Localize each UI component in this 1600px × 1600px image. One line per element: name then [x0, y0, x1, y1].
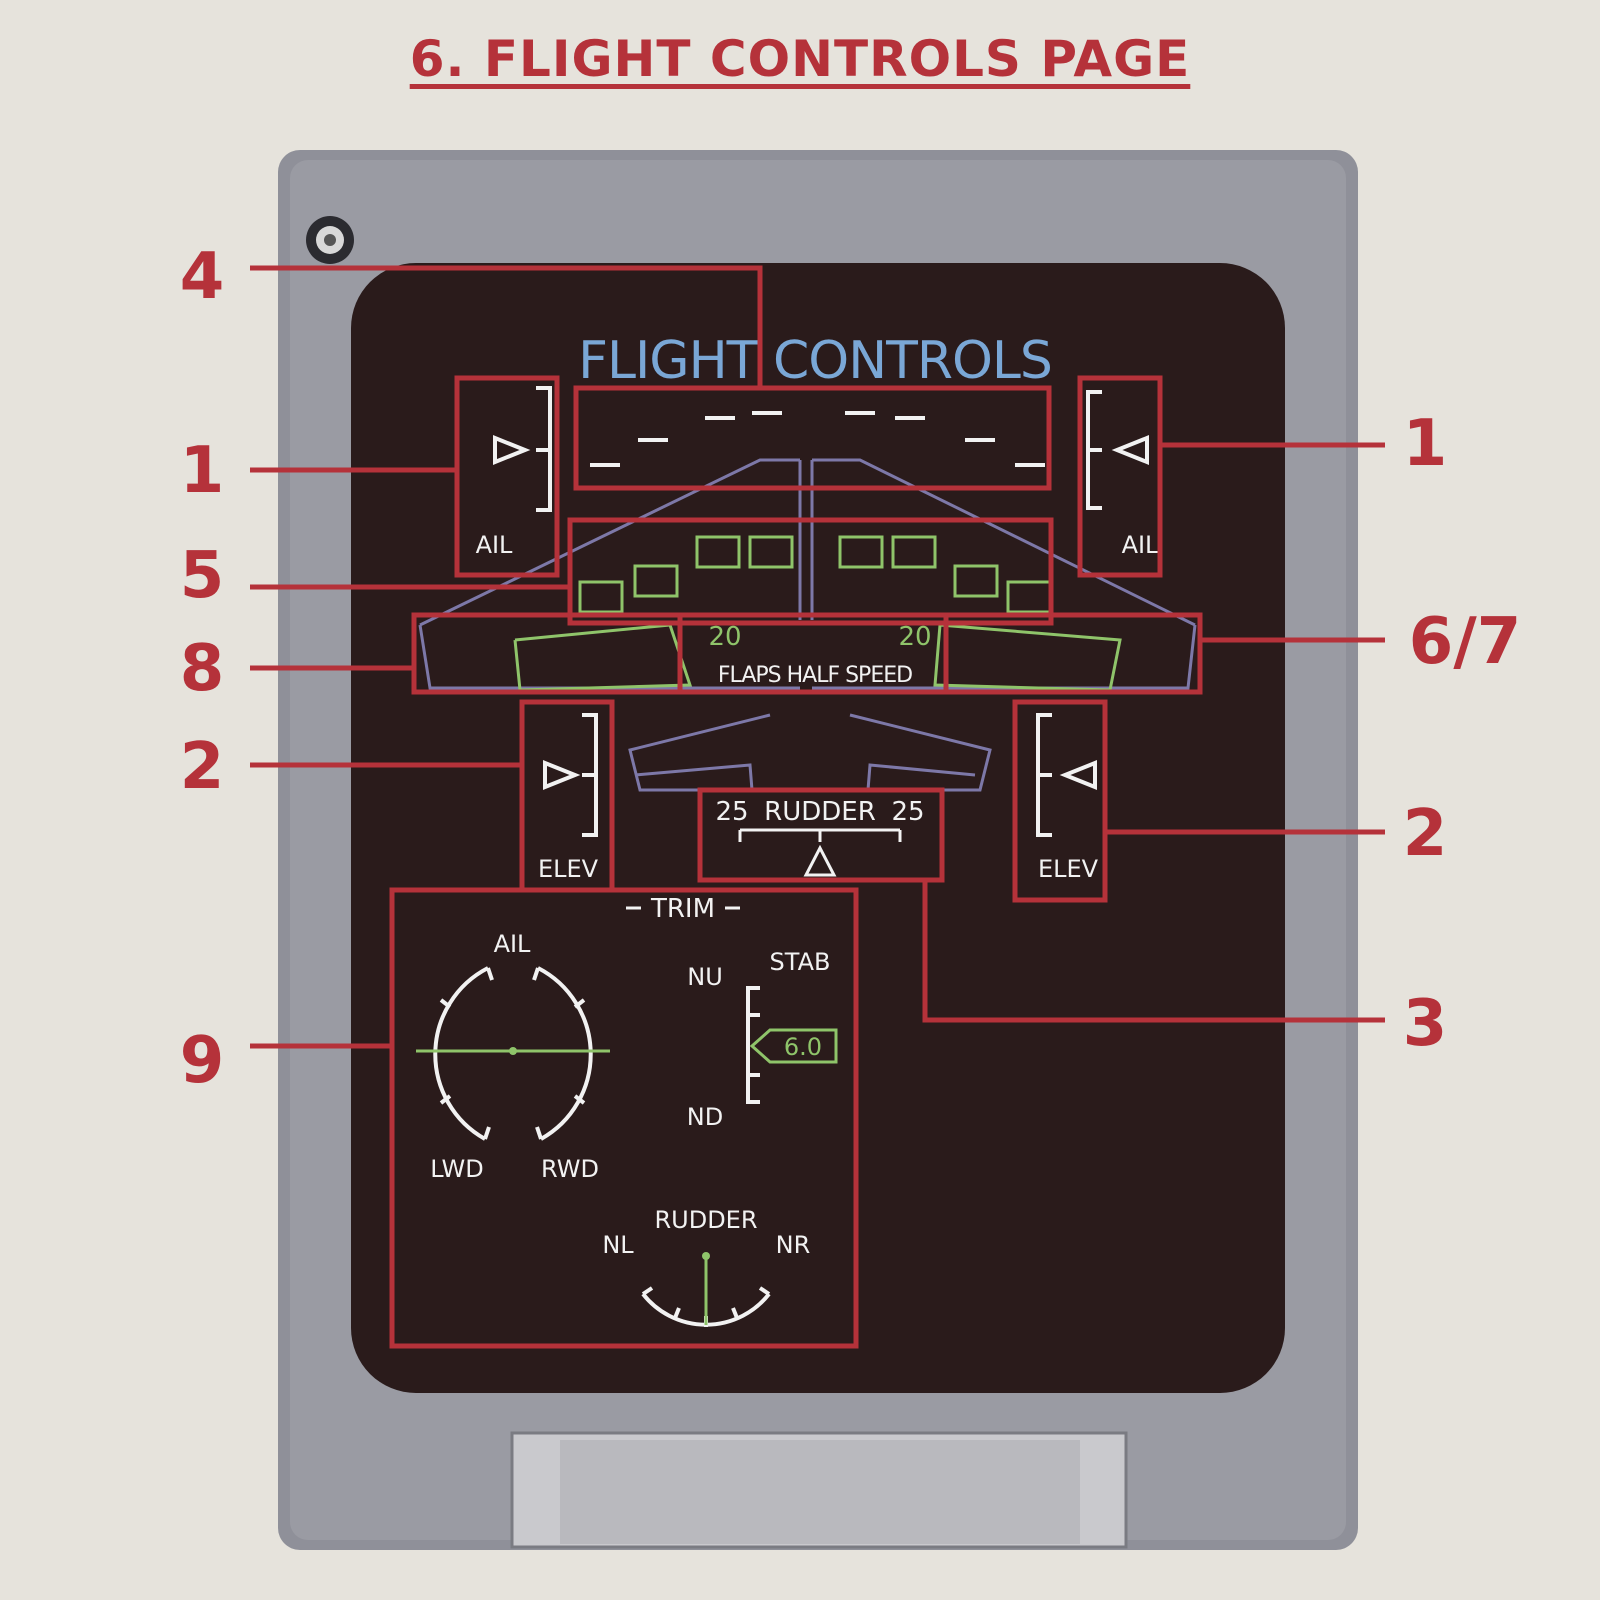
- callout-number-3: 3: [1403, 987, 1448, 1061]
- callout-number-1-right: 1: [1403, 407, 1448, 481]
- nl-label: NL: [602, 1231, 634, 1259]
- nd-label: ND: [687, 1103, 723, 1131]
- rudder-scale: [738, 828, 902, 877]
- aileron-trim-hub: [509, 1047, 517, 1055]
- aileron-trim-label: AIL: [494, 930, 531, 958]
- stab-trim-scale: [746, 986, 760, 1104]
- right-aileron-scale: [1086, 390, 1149, 510]
- callout-number-6-7: 6/7: [1409, 605, 1521, 679]
- stab-label: STAB: [770, 948, 831, 976]
- aileron-trim-dial: [433, 966, 593, 1141]
- right-elevator-scale: [1036, 713, 1097, 837]
- flap-left-value: 20: [708, 622, 741, 652]
- rudder-trim-hub: [702, 1252, 710, 1260]
- rudder-label: RUDDER: [764, 797, 876, 827]
- brightness-knob-icon[interactable]: [306, 216, 354, 264]
- callout-number-9: 9: [180, 1024, 225, 1098]
- left-elevator-scale: [543, 713, 598, 837]
- rudder-trim-label: RUDDER: [654, 1206, 757, 1234]
- callout-leaders: [250, 265, 1385, 1049]
- wing-outline: [418, 458, 1197, 690]
- display-title: FLIGHT CONTROLS: [578, 331, 1052, 391]
- nu-label: NU: [687, 963, 723, 991]
- elevator-segments: [634, 763, 976, 791]
- left-aileron-label: AIL: [476, 531, 513, 559]
- callout-number-8: 8: [180, 632, 225, 706]
- flap-right-value: 20: [898, 622, 931, 652]
- page-title: 6. FLIGHT CONTROLS PAGE: [409, 30, 1191, 88]
- stab-trim-value: 6.0: [784, 1033, 822, 1061]
- lwd-label: LWD: [430, 1155, 483, 1183]
- slat-indicators: [590, 411, 1045, 467]
- nr-label: NR: [776, 1231, 811, 1259]
- spoiler-indicators: [578, 535, 1052, 614]
- right-elevator-label: ELEV: [1038, 855, 1099, 883]
- rwd-label: RWD: [541, 1155, 599, 1183]
- bezel-bottom-slot-inner: [560, 1440, 1080, 1544]
- flaps-message: FLAPS HALF SPEED: [718, 663, 912, 688]
- stab-trim-pointer: [749, 1028, 838, 1064]
- right-aileron-label: AIL: [1122, 531, 1159, 559]
- left-elevator-label: ELEV: [538, 855, 599, 883]
- callout-number-5: 5: [180, 539, 225, 613]
- left-aileron-scale: [493, 386, 552, 512]
- display-screen: [351, 263, 1285, 1393]
- callout-boxes: [389, 375, 1203, 1349]
- rudder-left-value: 25: [715, 797, 748, 827]
- trim-title: TRIM: [650, 894, 715, 924]
- callout-number-1-left: 1: [180, 434, 225, 508]
- callout-number-2-left: 2: [180, 730, 225, 804]
- callout-number-4: 4: [180, 240, 225, 314]
- callout-number-2-right: 2: [1403, 797, 1448, 871]
- rudder-right-value: 25: [891, 797, 924, 827]
